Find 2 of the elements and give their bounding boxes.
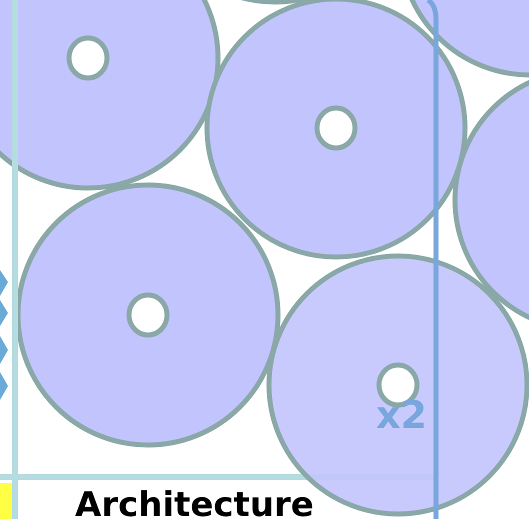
section-heading: Architecture xyxy=(75,488,314,519)
multiplier-label: x2 xyxy=(376,396,427,434)
